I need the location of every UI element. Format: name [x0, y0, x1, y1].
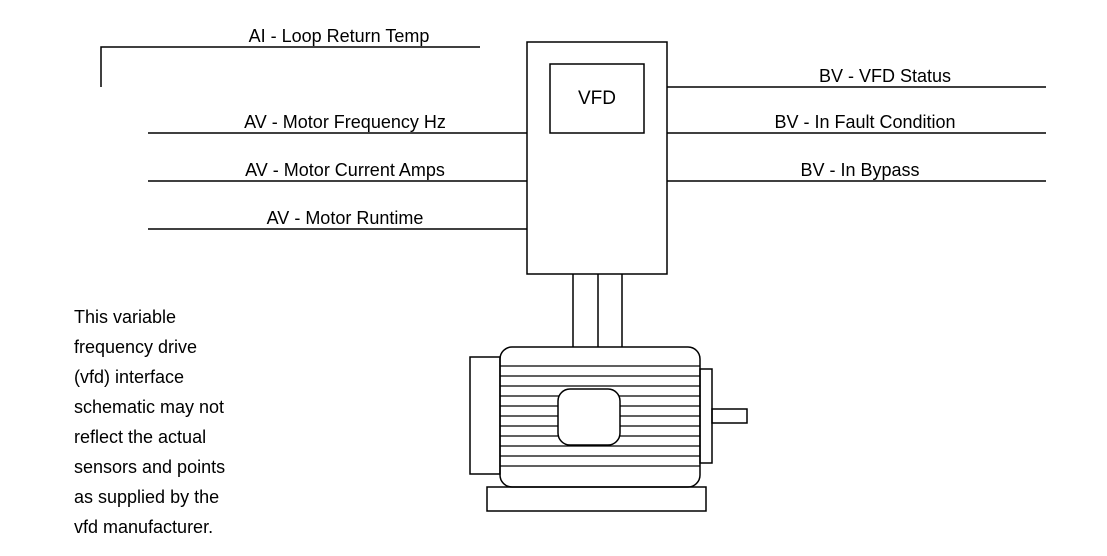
motor-frequency-label: AV - Motor Frequency Hz	[244, 112, 446, 132]
fault-condition-label: BV - In Fault Condition	[774, 112, 956, 132]
vfd-display	[549, 63, 645, 134]
disclaimer-line: reflect the actual	[74, 427, 207, 447]
motor-icon	[469, 346, 748, 512]
disclaimer-line: (vfd) interface	[74, 367, 185, 387]
vfd-label: VFD	[578, 88, 616, 109]
motor-current-label: AV - Motor Current Amps	[245, 160, 445, 180]
disclaimer-line: vfd manufacturer.	[74, 517, 214, 537]
disclaimer-line: This variable	[74, 307, 177, 327]
vfd-cabinet	[526, 41, 668, 275]
disclaimer-note: This variable frequency drive (vfd) inte…	[74, 302, 274, 542]
disclaimer-line: sensors and points	[74, 457, 226, 477]
loop-return-temp-line	[100, 46, 480, 87]
bypass-label: BV - In Bypass	[800, 160, 920, 180]
disclaimer-line: schematic may not	[74, 397, 225, 417]
power-conduits	[572, 274, 623, 347]
disclaimer-line: frequency drive	[74, 337, 198, 357]
motor-runtime-label: AV - Motor Runtime	[266, 208, 424, 228]
disclaimer-line: as supplied by the	[74, 487, 220, 507]
vfd-status-label: BV - VFD Status	[818, 66, 952, 86]
loop-return-temp-label: AI - Loop Return Temp	[248, 26, 430, 46]
